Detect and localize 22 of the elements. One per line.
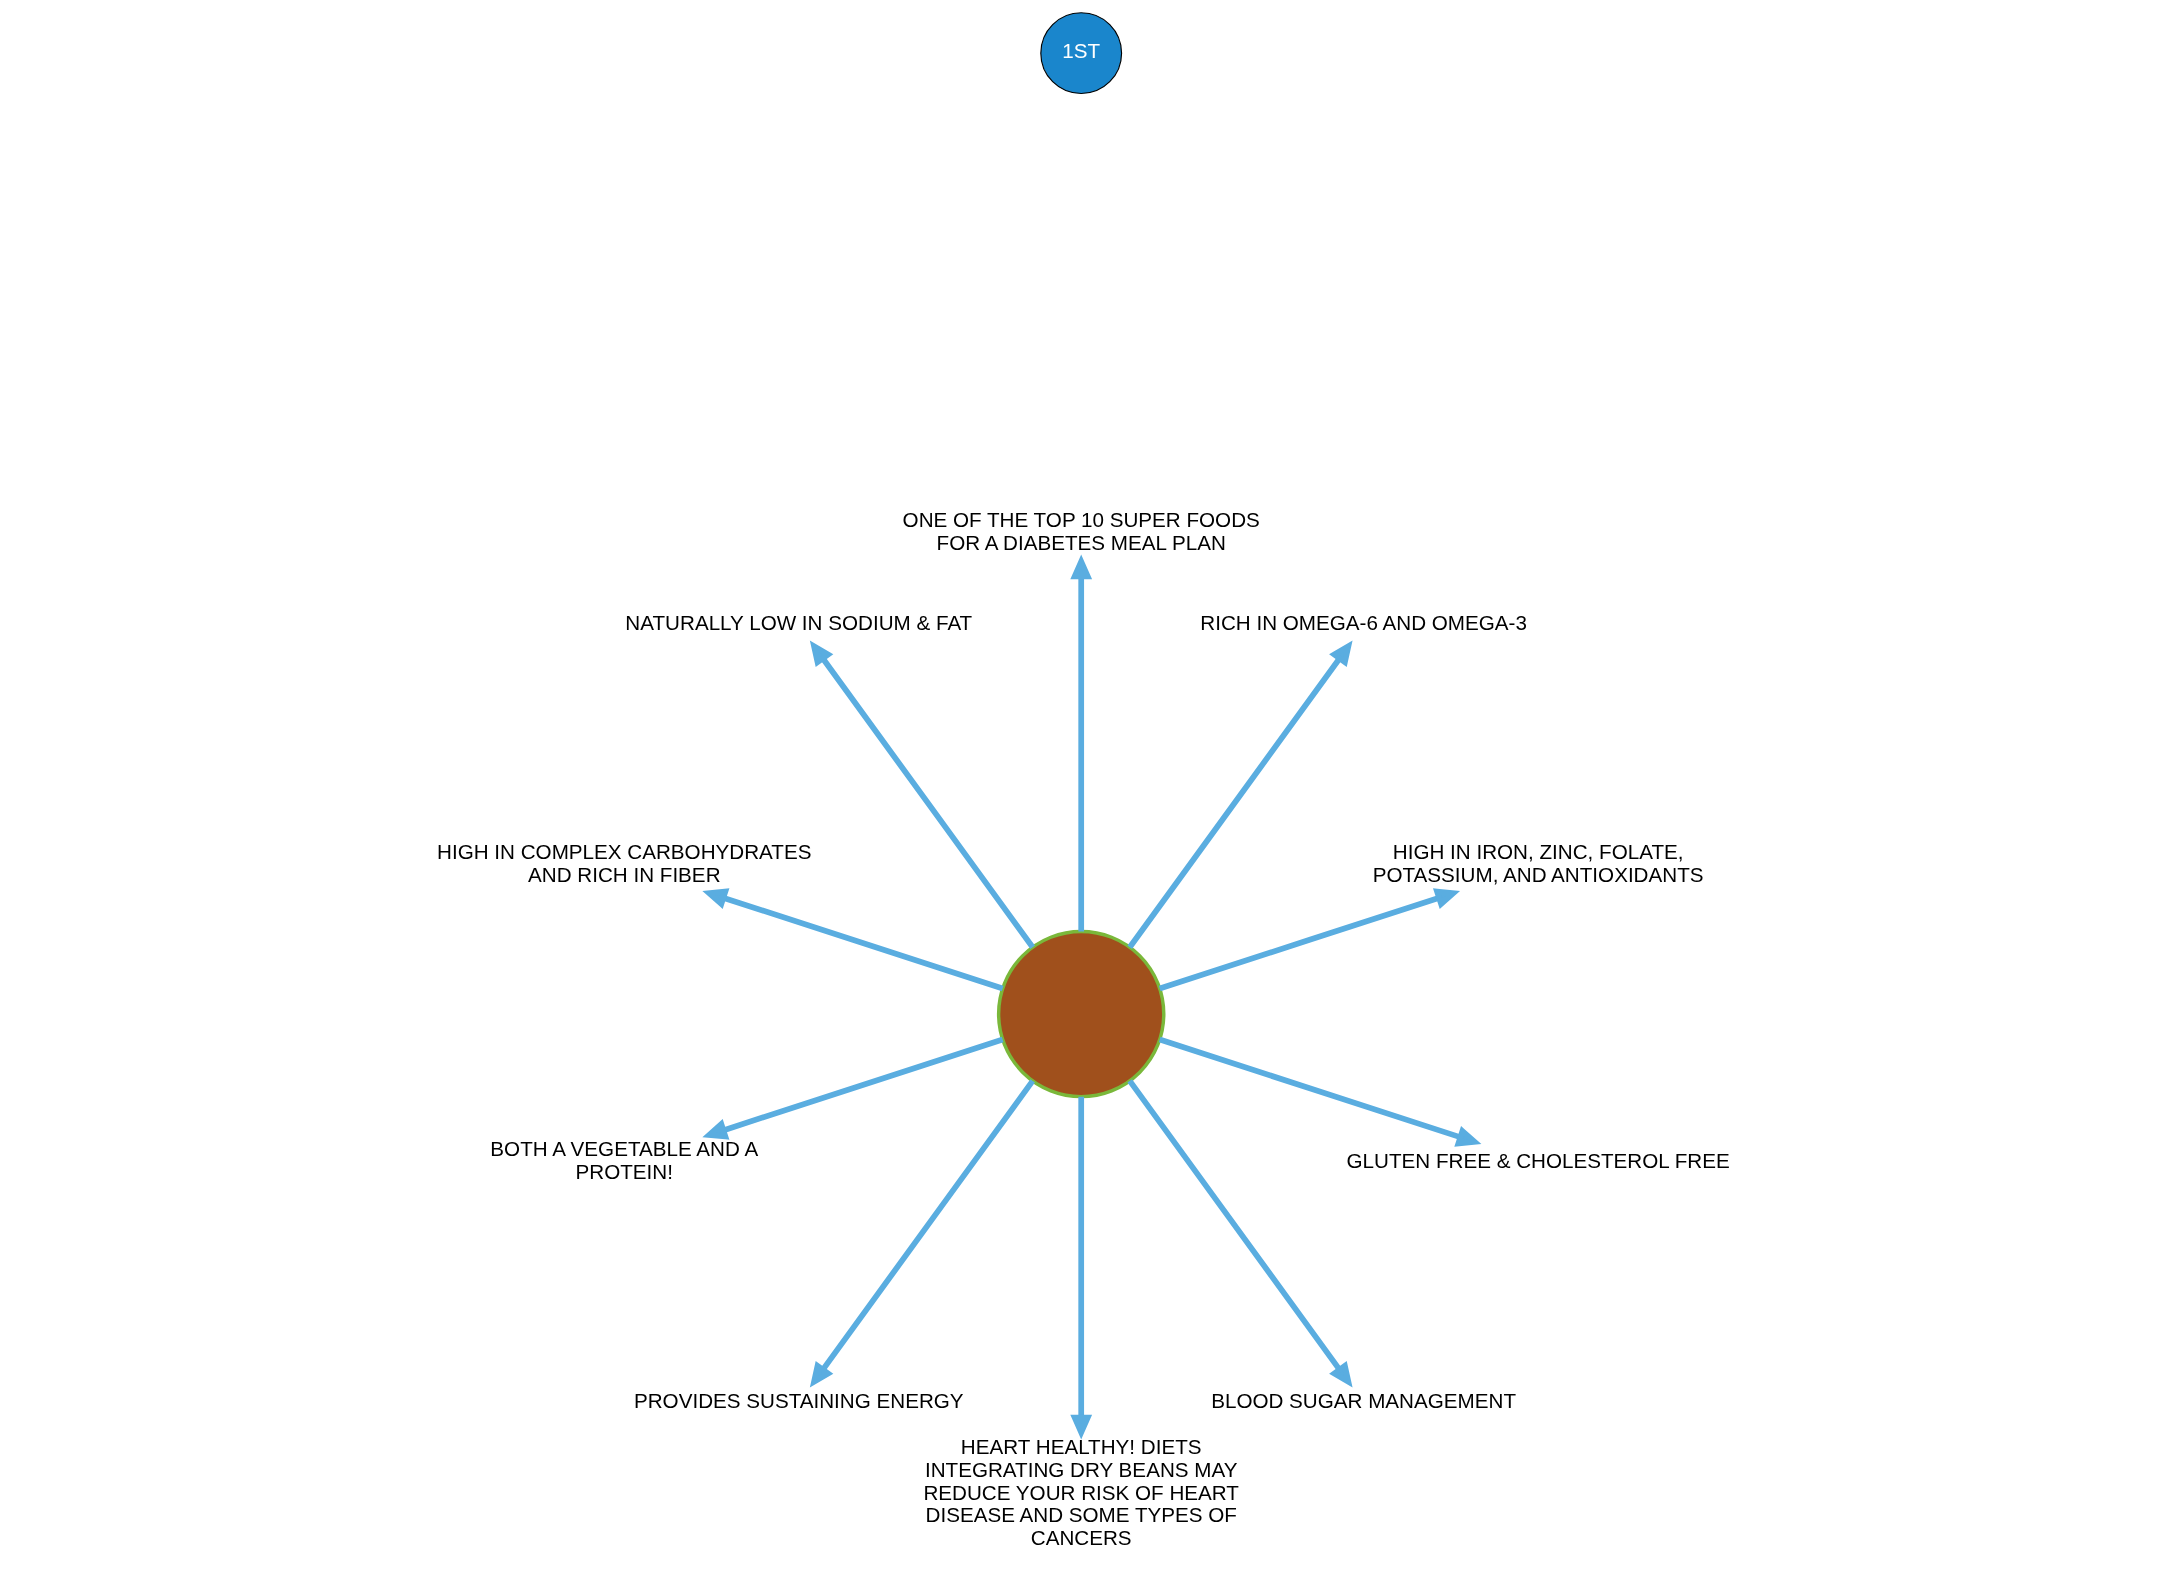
arrow <box>809 1079 1035 1388</box>
node-text: PROVIDES SUSTAINING ENERGY <box>633 1388 964 1412</box>
arrow <box>1070 554 1093 932</box>
node-circle <box>996 929 1166 1099</box>
arrow <box>1070 1096 1093 1440</box>
arrow <box>1158 1036 1482 1147</box>
node-text: NATURALLY LOW IN SODIUM & FAT <box>625 611 973 635</box>
node-text: BLOOD SUGAR MANAGEMENT <box>1211 1388 1517 1412</box>
arrow <box>702 888 1004 992</box>
node-text: HEART HEALTHY! DIETS INTEGRATING DRY BEANS MAY REDUCE YOUR RISK OF HEART DISEASE AND SOME TYPES OF CANCERS <box>923 1434 1239 1550</box>
node-text: ONE OF THE TOP 10 SUPER FOODS FOR A DIABETES MEAL PLAN <box>902 508 1260 555</box>
node-text: BOTH A VEGETABLE AND A PROTEIN! <box>490 1137 759 1184</box>
node-text: HIGH IN COMPLEX CARBOHYDRATES AND RICH IN FIBER <box>437 840 812 887</box>
arrow <box>1127 1079 1353 1388</box>
arrow <box>1127 640 1353 949</box>
arrow <box>702 1036 1004 1140</box>
arrow <box>809 640 1035 949</box>
arrow <box>1158 888 1461 992</box>
label: 1ST <box>1062 39 1101 63</box>
node-text: RICH IN OMEGA-6 AND OMEGA-3 <box>1200 611 1527 635</box>
node-text: HIGH IN IRON, ZINC, FOLATE, POTASSIUM, AND ANTIOXIDANTS <box>1372 840 1704 887</box>
node-text: GLUTEN FREE & CHOLESTEROL FREE <box>1346 1148 1730 1172</box>
